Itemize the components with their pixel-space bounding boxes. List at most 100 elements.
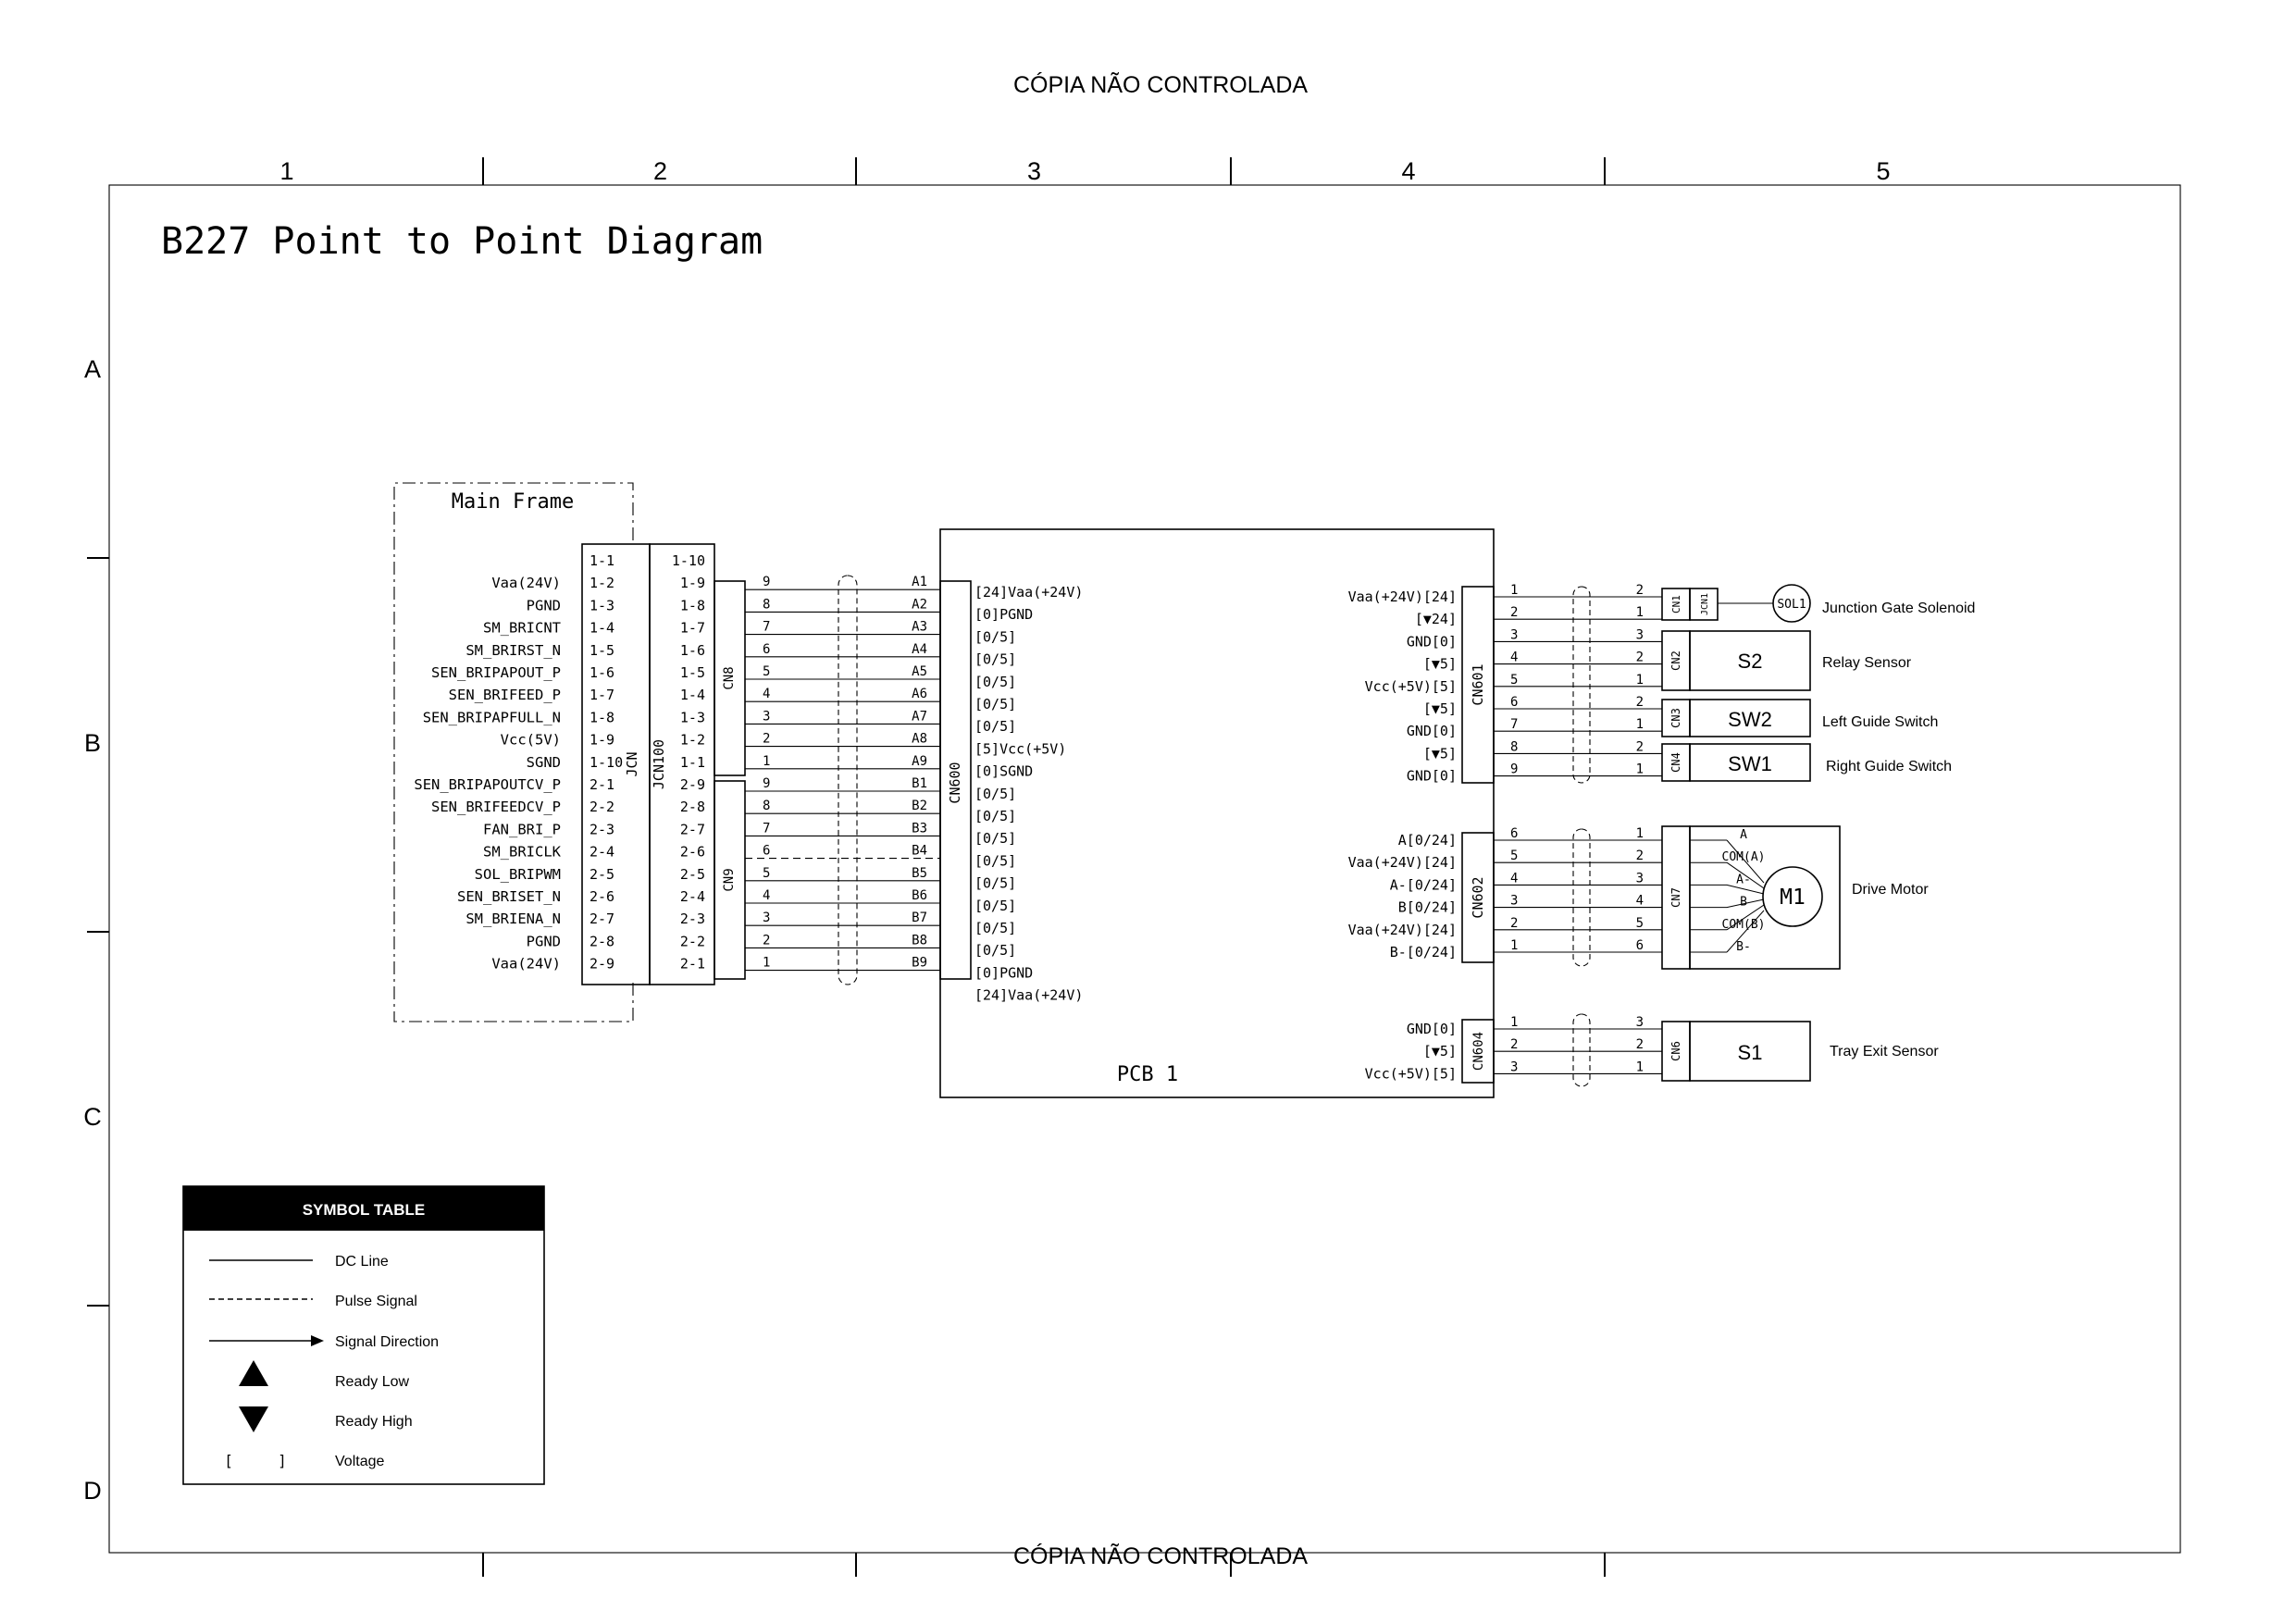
jcn100-pin-label: 2-6 <box>680 844 705 861</box>
motor-wire-label: A- <box>1736 873 1751 886</box>
cn600-signal-label: [0/5] <box>974 696 1016 712</box>
cn600-signal-label: [0]PGND <box>974 606 1033 623</box>
watermark-top: CÓPIA NÃO CONTROLADA <box>1013 71 1308 98</box>
sol1-symbol-label: SOL1 <box>1777 598 1806 612</box>
jcn-pin-label: 1-9 <box>590 732 614 749</box>
s2-name: Relay Sensor <box>1822 655 1912 671</box>
s1-symbol-label: S1 <box>1738 1041 1763 1064</box>
cn602-signal-label: B-[0/24] <box>1390 944 1457 960</box>
main-frame-signal-label: SM_BRICLK <box>483 844 562 861</box>
cn600-signal-label: [0]SGND <box>974 763 1033 780</box>
main-frame-signal-label: SEN_BRISET_N <box>457 888 561 905</box>
jcn-pin-label: 1-7 <box>590 687 614 703</box>
connector-pin-number: 6 <box>763 844 770 859</box>
motor-symbol <box>1762 866 1823 927</box>
jcn100-pin-label: 2-2 <box>680 933 705 949</box>
main-frame-signal-label: Vaa(24V) <box>491 956 561 973</box>
device-sw2: CN3 SW2 Left Guide Switch <box>1661 699 1938 737</box>
cn8-connector <box>714 580 746 776</box>
cn601-signal-label: [▼5] <box>1423 700 1457 717</box>
motor-wire-bend <box>1726 884 1765 895</box>
cn601-pin-number: 8 <box>1510 739 1518 754</box>
pcb-label: PCB 1 <box>1117 1063 1178 1086</box>
device-sw1: CN4 SW1 Right Guide Switch <box>1661 743 1952 782</box>
connector-pin-number: 9 <box>763 776 770 791</box>
signal-direction-label: Signal Direction <box>335 1334 439 1350</box>
cn600-signal-label: [0/5] <box>974 830 1016 847</box>
cn602-signal-label: A-[0/24] <box>1390 876 1457 893</box>
device-sol1: CN1 JCN1 SOL1 Junction Gate Solenoid <box>1661 584 1975 623</box>
device-s1: CN6 S1 Tray Exit Sensor <box>1661 1021 1939 1082</box>
m1-name: Drive Motor <box>1852 882 1929 898</box>
cn601-signal-label: Vcc(+5V)[5] <box>1365 678 1457 695</box>
jcn100-pin-label: 2-5 <box>680 866 705 883</box>
cn600-pin-label: B9 <box>912 956 927 971</box>
cn602-pin-number: 6 <box>1510 826 1518 841</box>
cn601-signal-label: [▼24] <box>1415 611 1457 627</box>
cn600-connector <box>939 580 972 980</box>
sw1-symbol-label: SW1 <box>1728 752 1772 775</box>
twisted-pair-marker-cn604 <box>1572 1013 1591 1087</box>
jcn100-pin-label: 2-7 <box>680 821 705 837</box>
jcn100-pin-label: 2-4 <box>680 888 705 905</box>
jcn-pin-label: 2-6 <box>590 888 614 905</box>
symbol-table-header <box>183 1186 544 1231</box>
jcn100-pin-label: 1-8 <box>680 597 705 613</box>
jcn100-label: JCN100 <box>651 739 667 789</box>
jcn-pin-label: 1-8 <box>590 709 614 725</box>
twisted-pair-marker-cn601 <box>1572 586 1591 784</box>
device-pin-number: 1 <box>1636 826 1644 841</box>
device-pin-number: 2 <box>1636 849 1644 863</box>
cn600-signal-label: [0/5] <box>974 651 1016 668</box>
cn600-pin-label: A4 <box>912 642 927 657</box>
motor-wire-label: COM(A) <box>1722 850 1766 864</box>
cn602-connector <box>1461 832 1495 963</box>
jcn-pin-label: 1-3 <box>590 597 614 613</box>
device-pin-number: 3 <box>1636 1015 1644 1030</box>
jcn100-pin-label: 2-8 <box>680 799 705 815</box>
motor-wire-bend <box>1726 898 1765 909</box>
cn2-label: CN2 <box>1669 650 1682 671</box>
device-pin-number: 1 <box>1636 762 1644 777</box>
cn600-signal-label: [0/5] <box>974 898 1016 914</box>
cn600-signal-label: [24]Vaa(+24V) <box>974 987 1083 1004</box>
cn602-label: CN602 <box>1470 876 1486 918</box>
cn602-signal-label: B[0/24] <box>1398 899 1457 916</box>
twisted-pair-marker-cn602 <box>1572 828 1591 967</box>
cn600-pin-label: B6 <box>912 888 927 903</box>
cn600-signal-label: [0/5] <box>974 942 1016 959</box>
cn601-label: CN601 <box>1470 663 1486 705</box>
watermark-bottom: CÓPIA NÃO CONTROLADA <box>1013 1542 1308 1569</box>
device-pin-number: 2 <box>1636 650 1644 665</box>
cn600-pin-label: B8 <box>912 933 927 948</box>
jcn100-pin-label: 1-9 <box>680 575 705 591</box>
main-frame-signal-label: SM_BRIRST_N <box>465 642 561 659</box>
jcn100-pin-label: 2-1 <box>680 956 705 973</box>
device-s2: CN2 S2 Relay Sensor <box>1661 630 1912 691</box>
connector-pin-number: 7 <box>763 620 770 635</box>
main-frame-signal-label: PGND <box>527 597 561 613</box>
device-pin-number: 4 <box>1636 894 1644 909</box>
pulse-signal-label: Pulse Signal <box>335 1294 417 1309</box>
cn600-pin-label: B1 <box>912 776 927 791</box>
cn601-pin-number: 6 <box>1510 695 1518 710</box>
cn601-pin-number: 5 <box>1510 673 1518 688</box>
cn601-signal-label: Vaa(+24V)[24] <box>1348 588 1457 605</box>
main-frame-signal-label: PGND <box>527 933 561 949</box>
connector-pin-number: 2 <box>763 732 770 747</box>
cn602-pin-number: 2 <box>1510 916 1518 931</box>
jcn100-pin-label: 2-3 <box>680 911 705 927</box>
grid-column-label: 1 <box>279 157 293 185</box>
s1-name: Tray Exit Sensor <box>1830 1044 1939 1059</box>
main-frame-signal-label: SM_BRICNT <box>483 620 561 637</box>
connector-pin-number: 4 <box>763 888 770 903</box>
dc-line-label: DC Line <box>335 1254 389 1270</box>
jcn-pin-label: 2-2 <box>590 799 614 815</box>
cn600-signal-label: [0/5] <box>974 718 1016 735</box>
symbol-table: SYMBOL TABLE DC Line Pulse Signal Signal… <box>182 1185 545 1485</box>
cn6-label: CN6 <box>1669 1041 1682 1061</box>
cn604-signal-label: GND[0] <box>1407 1021 1457 1037</box>
cn9-label: CN9 <box>722 868 737 891</box>
